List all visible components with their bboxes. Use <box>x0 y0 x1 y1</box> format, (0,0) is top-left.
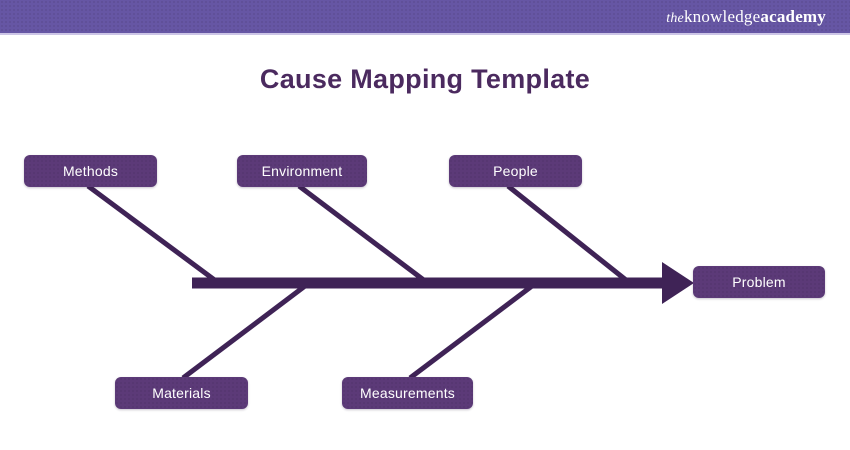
logo-the: the <box>666 10 684 26</box>
node-methods: Methods <box>24 155 157 187</box>
knowledge-academy-logo: theknowledgeacademy <box>666 7 850 27</box>
node-problem-label: Problem <box>732 274 786 290</box>
node-materials-label: Materials <box>152 385 211 401</box>
node-environment-label: Environment <box>261 163 343 179</box>
node-measurements: Measurements <box>342 377 473 409</box>
node-measurements-label: Measurements <box>360 385 455 401</box>
node-problem: Problem <box>693 266 825 298</box>
node-materials: Materials <box>115 377 248 409</box>
branch-line-people <box>506 184 633 286</box>
branch-line-environment <box>297 184 431 286</box>
brand-banner: theknowledgeacademy <box>0 0 850 35</box>
logo-knowledge: knowledge <box>683 6 761 26</box>
branch-line-methods <box>86 183 222 287</box>
page-title: Cause Mapping Template <box>259 64 591 94</box>
node-people: People <box>449 155 582 187</box>
logo-academy: academy <box>760 6 826 26</box>
branch-line-materials <box>181 281 311 380</box>
arrow-head-icon <box>662 262 694 304</box>
node-methods-label: Methods <box>62 163 119 179</box>
node-people-label: People <box>493 163 538 179</box>
branch-line-measurements <box>408 281 538 380</box>
node-environment: Environment <box>237 155 367 187</box>
